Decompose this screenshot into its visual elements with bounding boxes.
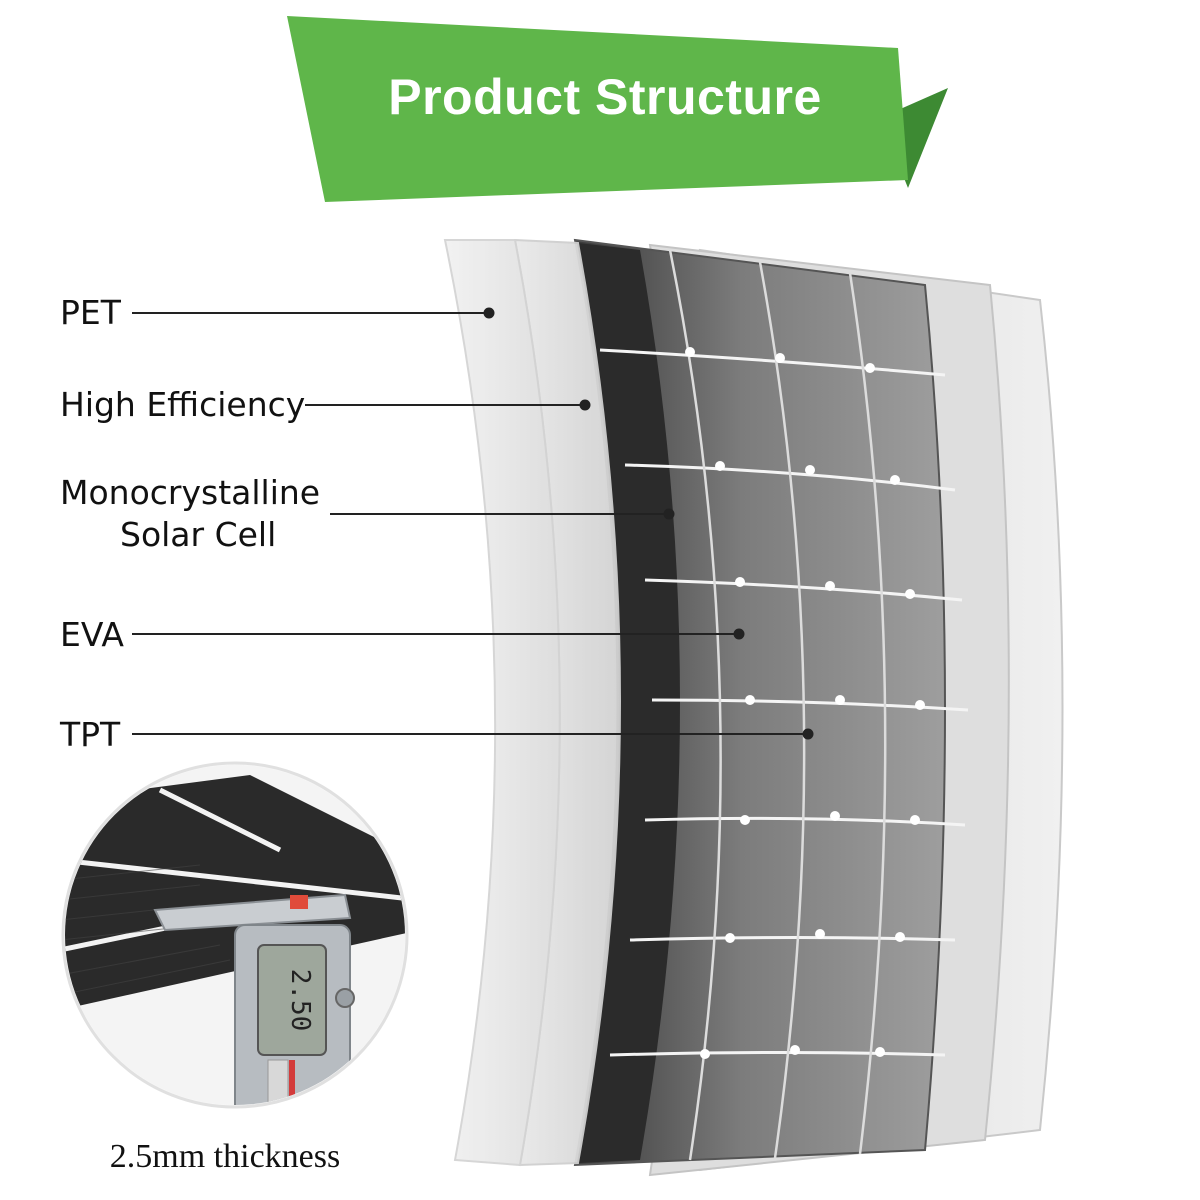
banner-title: Product Structure <box>388 69 822 125</box>
leader-eva-dot <box>733 628 745 640</box>
label-mono-cell-line1: Monocrystalline <box>60 473 321 512</box>
caliper-badge <box>290 895 308 909</box>
label-tpt: TPT <box>60 715 121 754</box>
label-eva: EVA <box>60 615 124 654</box>
label-mono-cell-line2: Solar Cell <box>120 515 277 554</box>
leader-mono-cell-dot <box>663 508 675 520</box>
leader-high-efficiency-dot <box>579 399 591 411</box>
thickness-caption: 2.5mm thickness <box>109 1138 341 1175</box>
sheet-pet <box>443 239 561 1167</box>
inset-panel <box>65 775 405 1010</box>
thickness-inset: 2.50 <box>61 761 409 1109</box>
solar-cell-sheet <box>573 238 969 1167</box>
caliper-display <box>257 944 327 1056</box>
caliper-reading: 2.50 <box>285 969 315 1032</box>
title-banner <box>287 16 948 202</box>
label-pet: PET <box>60 293 121 332</box>
leader-lines <box>132 307 814 740</box>
leader-tpt-dot <box>802 728 814 740</box>
leader-pet-dot <box>483 307 495 319</box>
banner-ribbon <box>287 16 908 202</box>
label-high-efficiency: High Efficiency <box>60 385 306 424</box>
caliper-knob <box>335 988 355 1008</box>
